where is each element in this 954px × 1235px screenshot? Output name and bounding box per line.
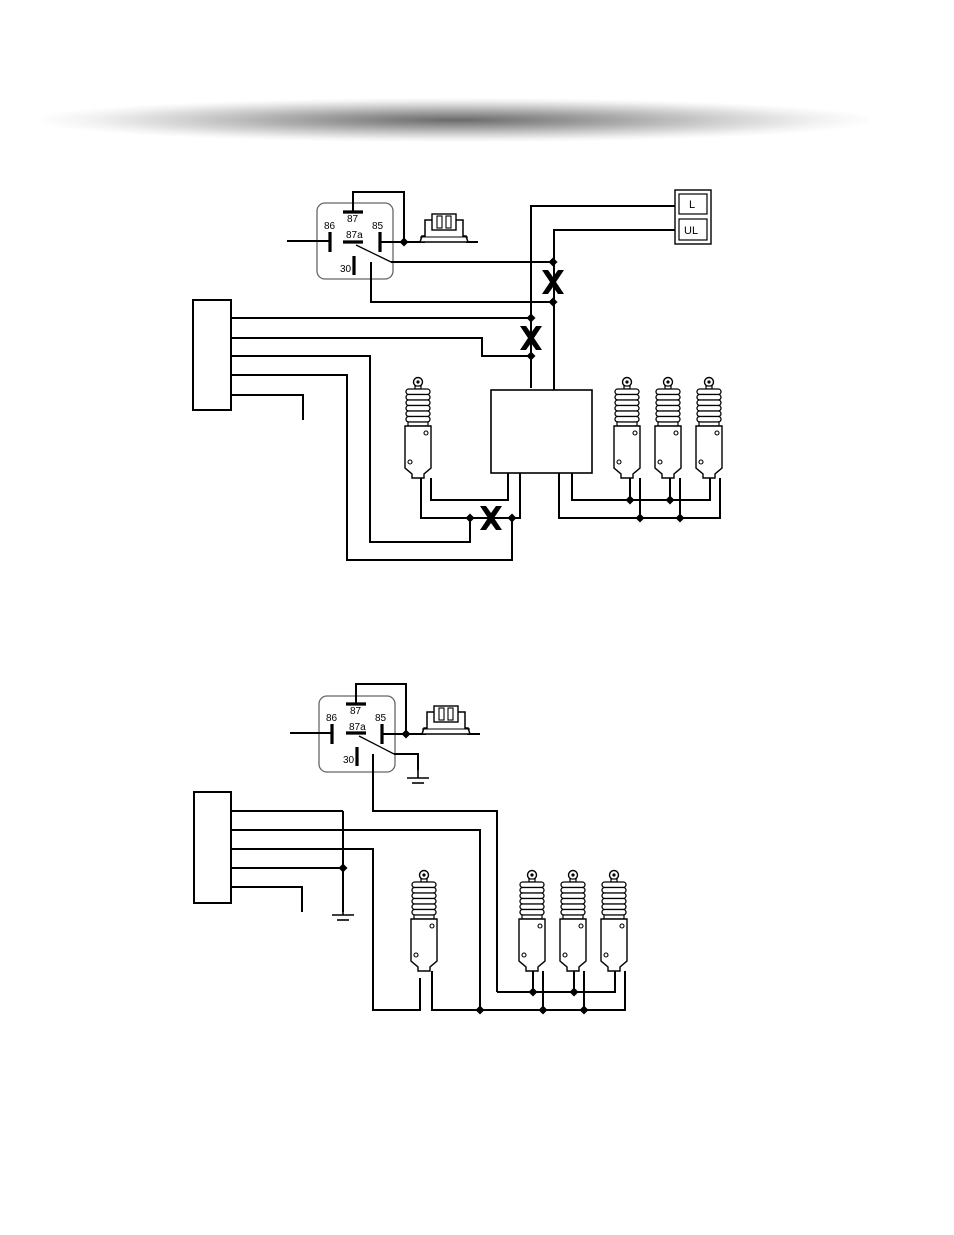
junction-dot: [676, 514, 685, 523]
wire-connector-2: [231, 830, 480, 1010]
junction-dot: [339, 864, 348, 873]
relay-pin-87a-label: 87a: [349, 722, 366, 733]
wire-87a-to-ground: [394, 754, 418, 770]
door-lock-actuator-icon: [411, 871, 437, 972]
junction-dot: [529, 988, 538, 997]
wire-connector-2: [231, 338, 531, 356]
wire-bus-upper: [497, 971, 615, 992]
junction-dot: [476, 1006, 485, 1015]
door-lock-actuator-icon: [696, 378, 722, 479]
wire-connector-5: [231, 395, 303, 420]
junction-dot: [549, 298, 558, 307]
ground-icon: [332, 905, 354, 920]
wire-connector-5: [231, 887, 302, 912]
top-connector-block: [193, 300, 231, 410]
door-lock-switch: L UL: [675, 190, 711, 244]
relay-pin-30-label: 30: [340, 264, 352, 275]
bottom-diagram: 86 87 87a 85 30: [194, 684, 627, 1015]
junction-dot: [527, 314, 536, 323]
wire-switch-unlock: [554, 230, 675, 392]
fuse-holder-icon: [422, 706, 470, 734]
wire-driver-actuator-b: [431, 473, 508, 500]
relay-pin-85-label: 85: [375, 713, 387, 724]
junction-dot: [466, 514, 475, 523]
relay-pin-85-label: 85: [372, 221, 384, 232]
relay-pin-30-label: 30: [343, 755, 355, 766]
door-lock-actuator-icon: [601, 871, 627, 972]
junction-dot: [549, 258, 558, 267]
junction-dot: [626, 496, 635, 505]
junction-dot: [636, 514, 645, 523]
junction-dot: [400, 238, 409, 247]
wire-bus-lower: [432, 971, 625, 1010]
fuse-holder-icon: [420, 214, 468, 242]
junction-dot: [527, 352, 536, 361]
wire-module-out: [512, 473, 520, 518]
relay-pin-86-label: 86: [326, 713, 338, 724]
relay-pin-86-label: 86: [324, 221, 336, 232]
junction-dot: [402, 730, 411, 739]
top-control-module: [491, 390, 592, 473]
door-lock-actuator-icon: [655, 378, 681, 479]
wire-driver-actuator-a: [421, 478, 470, 518]
junction-dot: [580, 1006, 589, 1015]
top-diagram: 86 87 87a 85 30 L UL: [193, 190, 722, 560]
relay-pin-87a-label: 87a: [346, 230, 363, 241]
door-lock-actuator-icon: [560, 871, 586, 972]
switch-unlock-label: UL: [684, 225, 698, 237]
door-lock-actuator-icon: [614, 378, 640, 479]
junction-dot: [570, 988, 579, 997]
bottom-connector-block: [194, 792, 231, 903]
relay-pin-87-label: 87: [350, 706, 362, 717]
door-lock-actuator-icon: [405, 378, 431, 479]
wire-connector-3: [231, 356, 470, 542]
switch-lock-label: L: [689, 199, 695, 211]
junction-dot: [539, 1006, 548, 1015]
door-lock-actuator-icon: [519, 871, 545, 972]
junction-dot: [666, 496, 675, 505]
ground-icon: [407, 768, 429, 783]
relay-pin-87-label: 87: [347, 214, 359, 225]
wire-connector-3: [231, 849, 420, 1010]
junction-dot: [508, 514, 517, 523]
wire-pin30-out: [371, 262, 553, 302]
